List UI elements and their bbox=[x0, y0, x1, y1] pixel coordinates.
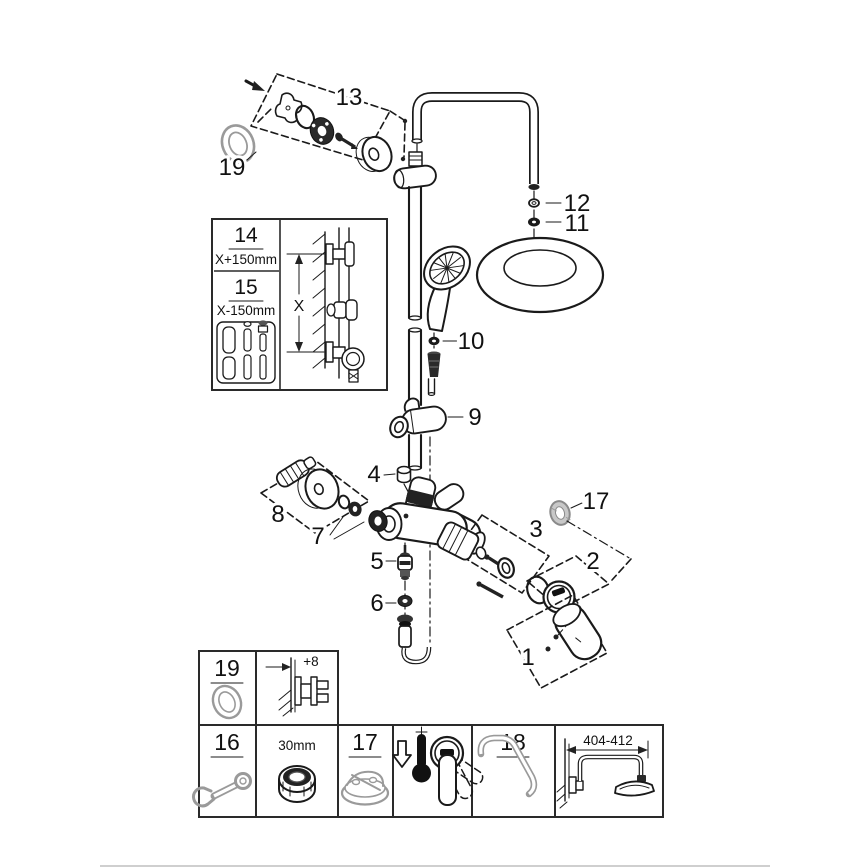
inset-formula-14: X+150mm bbox=[215, 252, 277, 267]
wrench-icon bbox=[192, 772, 252, 808]
legend-cell-19: 19 bbox=[210, 655, 244, 720]
legend-wall-offset: +8 bbox=[303, 654, 318, 669]
ring-12 bbox=[528, 198, 540, 208]
hose-fitting bbox=[397, 614, 413, 648]
legend-number-19: 19 bbox=[214, 655, 240, 681]
callout-11: 11 bbox=[565, 210, 590, 237]
hose-cone-connector bbox=[427, 351, 441, 397]
slide-rail bbox=[407, 185, 423, 471]
callout-13: 13 bbox=[336, 84, 363, 111]
callout-19: 19 bbox=[219, 154, 246, 181]
diverter-5 bbox=[397, 545, 413, 580]
inset-number-14: 14 bbox=[234, 224, 258, 247]
callout-17: 17 bbox=[583, 488, 610, 515]
ring-seal-icon bbox=[211, 684, 243, 720]
temperature-adjust-cell bbox=[392, 726, 484, 806]
stop-ring-17 bbox=[549, 500, 571, 526]
extension-tubes-icon bbox=[216, 320, 276, 384]
callout-6: 6 bbox=[370, 590, 383, 617]
head-shower-group: 12 11 bbox=[475, 187, 605, 314]
inset-number-15: 15 bbox=[234, 276, 257, 299]
escutcheon-disk bbox=[355, 135, 393, 173]
plug-4 bbox=[396, 465, 412, 484]
lever-handle-1 bbox=[552, 603, 603, 661]
inset-x-label: X bbox=[294, 298, 305, 315]
rain-shower-head bbox=[475, 236, 605, 314]
insert-arrow-icon bbox=[244, 79, 265, 91]
shower-arm-group bbox=[393, 92, 540, 250]
screw bbox=[335, 132, 358, 149]
legend-number-16: 16 bbox=[214, 729, 240, 755]
legend-arm-length: 404-412 bbox=[583, 733, 633, 748]
legend-cell-17: 17 bbox=[340, 729, 390, 806]
nut-6 bbox=[397, 595, 413, 607]
callout-2: 2 bbox=[586, 548, 599, 575]
inset-length-box: 14 X+150mm 15 X-150mm bbox=[211, 218, 388, 391]
callout-10: 10 bbox=[458, 328, 485, 355]
o-ring bbox=[294, 104, 316, 130]
stop-ring-group: 17 bbox=[549, 485, 632, 581]
callout-8: 8 bbox=[271, 501, 284, 528]
union-escutcheon-group: 8 7 bbox=[260, 456, 388, 553]
nut-30mm-icon bbox=[278, 765, 316, 803]
arm-dimension-diagram: 404-412 bbox=[556, 733, 655, 809]
callout-7: 7 bbox=[311, 523, 324, 550]
washer-set-7 bbox=[337, 494, 388, 532]
cap-group: 2 bbox=[526, 545, 610, 614]
callout-9: 9 bbox=[468, 404, 481, 431]
callout-5: 5 bbox=[370, 548, 383, 575]
callout-1: 1 bbox=[521, 644, 534, 671]
legend-number-17: 17 bbox=[352, 729, 378, 755]
callout-12: 12 bbox=[564, 190, 591, 217]
handle-screw bbox=[476, 581, 504, 599]
cartridge-3 bbox=[436, 521, 480, 561]
hand-shower-group: 10 bbox=[423, 245, 487, 397]
bracket-base-icon bbox=[340, 770, 390, 806]
union-flange bbox=[309, 117, 335, 145]
lever-group: 1 bbox=[506, 594, 608, 689]
nut-30mm-cell: 30mm bbox=[278, 738, 316, 803]
lever-adjust-icon bbox=[429, 735, 484, 806]
spray-face-texture bbox=[430, 252, 464, 284]
thermometer-icon bbox=[412, 726, 431, 783]
wall-union-exploded-group: 13 19 bbox=[216, 73, 408, 184]
cartridge-group: 3 bbox=[436, 513, 550, 599]
inset-formula-15: X-150mm bbox=[217, 303, 276, 318]
legend-nut-size: 30mm bbox=[278, 738, 316, 753]
escutcheon-8 bbox=[297, 468, 340, 510]
rail-top-fitting bbox=[393, 151, 437, 190]
down-arrow-icon bbox=[392, 740, 412, 768]
inset-wall-diagram: X bbox=[286, 227, 365, 383]
legend-grid: 19 +8 16 bbox=[192, 650, 664, 818]
legend-cell-18: 18 bbox=[477, 729, 538, 798]
callout-4: 4 bbox=[367, 461, 380, 488]
callout-3: 3 bbox=[529, 516, 542, 543]
diverter-hose-group: 5 6 bbox=[367, 542, 432, 665]
seal-ring-19 bbox=[220, 124, 256, 164]
wall-offset-diagram: +8 bbox=[265, 654, 329, 717]
legend-cell-16: 16 bbox=[192, 729, 252, 808]
